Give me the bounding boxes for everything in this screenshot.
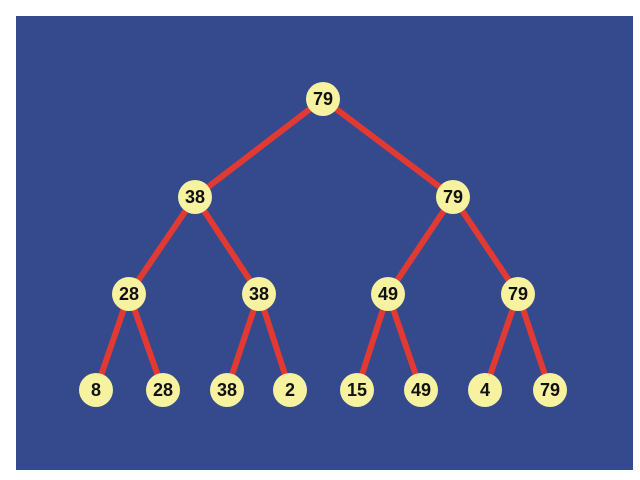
tree-node-circle [79, 373, 113, 407]
tree-node: 8 [79, 373, 113, 407]
tree-node-value: 79 [508, 284, 528, 304]
tree-node: 4 [468, 373, 502, 407]
tree-edge [385, 194, 456, 297]
tree-node-circle [340, 373, 374, 407]
tree-node-circle [273, 373, 307, 407]
tree-node: 38 [242, 277, 276, 311]
tree-node-value: 49 [378, 284, 398, 304]
tree-edge [192, 96, 326, 200]
tree-node: 28 [112, 277, 146, 311]
tree-node: 15 [340, 373, 374, 407]
tree-node-value: 49 [411, 380, 431, 400]
tree-node: 79 [306, 82, 340, 116]
tree-node-value: 8 [91, 380, 101, 400]
tree-node-circle [210, 373, 244, 407]
tree-node-value: 28 [119, 284, 139, 304]
tree-node: 49 [371, 277, 405, 311]
tree-edge [450, 194, 521, 297]
tree-node: 49 [404, 373, 438, 407]
tree-node-circle [306, 82, 340, 116]
tree-node-circle [178, 180, 212, 214]
tree-node-circle [146, 373, 180, 407]
tree-node: 38 [178, 180, 212, 214]
tree-node: 79 [533, 373, 567, 407]
tree-node: 79 [501, 277, 535, 311]
tree-node-circle [436, 180, 470, 214]
tree-node-circle [112, 277, 146, 311]
tree-node-value: 28 [153, 380, 173, 400]
tree-node-circle [371, 277, 405, 311]
tree-node-value: 38 [185, 187, 205, 207]
tree-node: 28 [146, 373, 180, 407]
tree-edge [126, 194, 198, 297]
tree-edge [320, 96, 456, 200]
tree-node-circle [533, 373, 567, 407]
tree-node-circle [468, 373, 502, 407]
tree-node-value: 2 [285, 380, 295, 400]
tree-node-value: 38 [217, 380, 237, 400]
tree-node-value: 79 [443, 187, 463, 207]
tree-node: 2 [273, 373, 307, 407]
tree-edge [192, 194, 262, 297]
tree-node-circle [242, 277, 276, 311]
tree-node: 38 [210, 373, 244, 407]
tree-node-value: 79 [313, 89, 333, 109]
node-layer: 79 38 79 28 38 49 79 8 28 38 2 15 49 4 79 [79, 82, 567, 407]
tree-node-value: 79 [540, 380, 560, 400]
tree-node-circle [404, 373, 438, 407]
tree-node-value: 15 [347, 380, 367, 400]
tree-node-value: 4 [480, 380, 490, 400]
tree-node-circle [501, 277, 535, 311]
tree-node: 79 [436, 180, 470, 214]
tree-node-value: 38 [249, 284, 269, 304]
